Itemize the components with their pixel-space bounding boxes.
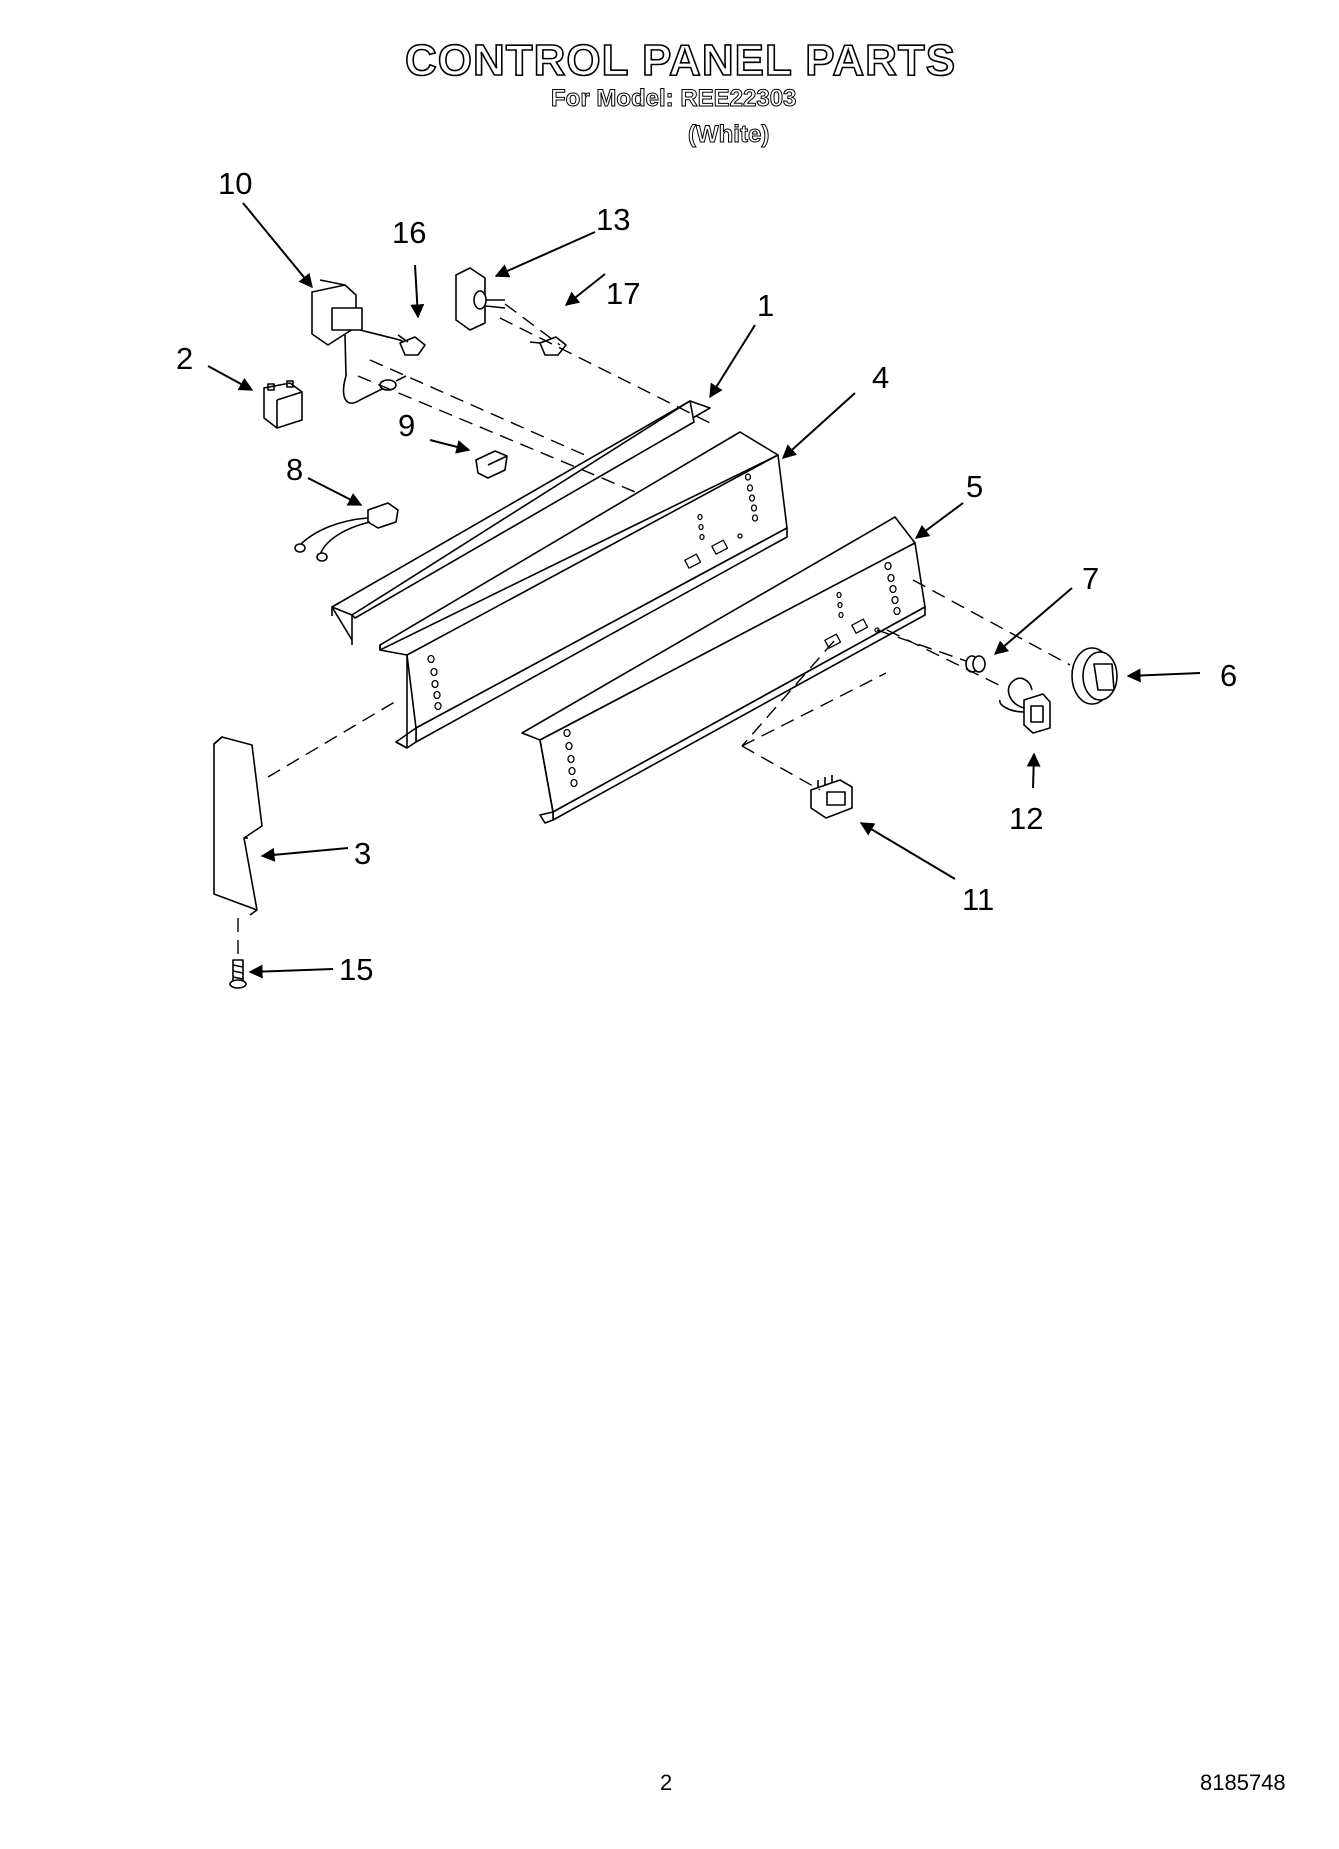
part-12-light <box>999 677 1051 734</box>
part-6-knob <box>1071 647 1118 705</box>
part-1-trim-bar <box>331 400 711 645</box>
callout-17: 17 <box>606 276 640 311</box>
part-9-clip <box>475 450 508 479</box>
model-line: For Model: REE22303 <box>550 85 797 113</box>
part-15-screw <box>229 959 247 989</box>
part-4-control-panel <box>379 431 788 749</box>
part-2-relay <box>263 380 303 429</box>
callout-4: 4 <box>872 360 889 395</box>
callout-3: 3 <box>354 836 371 871</box>
callout-1: 1 <box>757 288 774 323</box>
callout-11: 11 <box>962 882 994 917</box>
callout-8: 8 <box>286 452 303 487</box>
part-10-switch <box>311 279 411 404</box>
part-5-rear-panel <box>521 516 926 824</box>
callout-6: 6 <box>1220 658 1237 693</box>
page-number: 2 <box>660 1770 673 1795</box>
assembly-dash-lines <box>237 303 1071 958</box>
part-8-harness <box>294 502 399 562</box>
document-number: 8185748 <box>1200 1770 1286 1795</box>
part-3-end-cap <box>213 736 263 916</box>
callout-leaders <box>207 202 1201 979</box>
part-17-screw <box>529 336 567 356</box>
callout-9: 9 <box>398 408 415 443</box>
part-7-lens <box>965 655 986 673</box>
callout-15: 15 <box>339 952 373 987</box>
callout-16: 16 <box>392 215 426 250</box>
callout-13: 13 <box>596 202 630 237</box>
page-title: CONTROL PANEL PARTS <box>404 35 957 86</box>
callout-7: 7 <box>1082 561 1099 596</box>
part-16-screw <box>397 334 426 356</box>
part-11-switch <box>810 775 853 819</box>
callout-5: 5 <box>966 469 983 504</box>
callout-12: 12 <box>1009 801 1043 836</box>
callout-labels: 10 2 16 13 17 1 4 9 8 5 7 6 12 3 11 15 <box>176 166 1237 987</box>
color-line: (White) <box>687 121 770 149</box>
callout-2: 2 <box>176 341 193 376</box>
callout-10: 10 <box>218 166 252 201</box>
part-13-switch <box>455 267 506 331</box>
